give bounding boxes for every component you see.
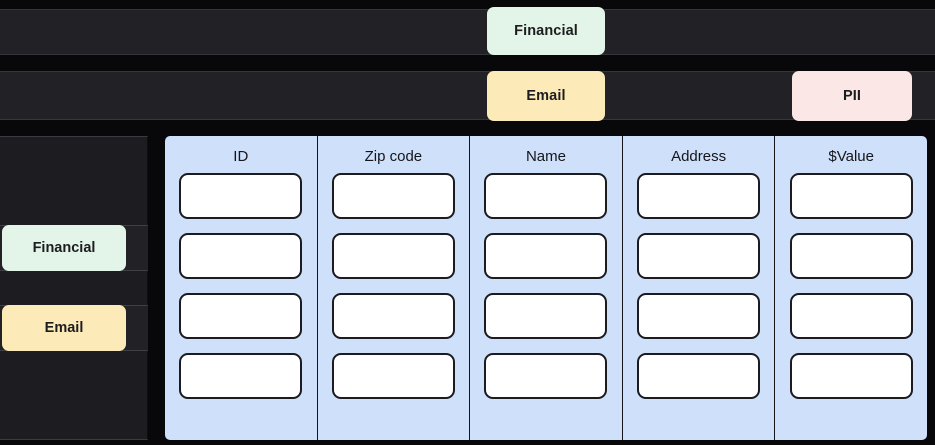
table-cell[interactable] — [331, 173, 455, 219]
column-cells-value — [775, 173, 927, 399]
table-cell[interactable] — [331, 233, 455, 279]
column-cells-address — [623, 173, 775, 399]
column-header-name: Name — [525, 148, 566, 165]
sidebar-item-email[interactable]: Email — [2, 305, 126, 351]
tag-chip-pii-top[interactable]: PII — [792, 71, 912, 121]
column-header-address: Address — [671, 148, 727, 165]
table-cell[interactable] — [484, 293, 608, 339]
table-column-id[interactable]: ID — [165, 136, 318, 440]
table-cell[interactable] — [179, 353, 303, 399]
sidebar-panel: Financial Email — [0, 136, 148, 440]
table-cell[interactable] — [484, 173, 608, 219]
table-cell[interactable] — [179, 293, 303, 339]
table-cell[interactable] — [484, 233, 608, 279]
column-header-id: ID — [233, 148, 249, 165]
tag-chip-financial-top[interactable]: Financial — [487, 7, 605, 55]
table-cell[interactable] — [637, 233, 761, 279]
column-cells-name — [470, 173, 622, 399]
table-cell[interactable] — [331, 293, 455, 339]
table-cell[interactable] — [179, 173, 303, 219]
tag-bar-row-2 — [0, 71, 935, 120]
tag-bar-row-1 — [0, 9, 935, 55]
table-cell[interactable] — [637, 353, 761, 399]
table-cell[interactable] — [789, 293, 913, 339]
table-cell[interactable] — [179, 233, 303, 279]
table-column-name[interactable]: Name — [470, 136, 623, 440]
table-cell[interactable] — [789, 233, 913, 279]
tag-chip-email-top[interactable]: Email — [487, 71, 605, 121]
table-column-value[interactable]: $Value — [775, 136, 927, 440]
table-cell[interactable] — [789, 353, 913, 399]
table-cell[interactable] — [484, 353, 608, 399]
table-cell[interactable] — [789, 173, 913, 219]
sidebar-item-financial[interactable]: Financial — [2, 225, 126, 271]
table-cell[interactable] — [637, 173, 761, 219]
table-cell[interactable] — [331, 353, 455, 399]
column-cells-id — [165, 173, 317, 399]
column-cells-zip-code — [318, 173, 470, 399]
table-cell[interactable] — [637, 293, 761, 339]
table-column-zip-code[interactable]: Zip code — [318, 136, 471, 440]
column-header-zip-code: Zip code — [364, 148, 423, 165]
column-header-value: $Value — [828, 148, 874, 165]
data-table-panel: ID Zip code Name — [165, 136, 927, 440]
table-column-address[interactable]: Address — [623, 136, 776, 440]
